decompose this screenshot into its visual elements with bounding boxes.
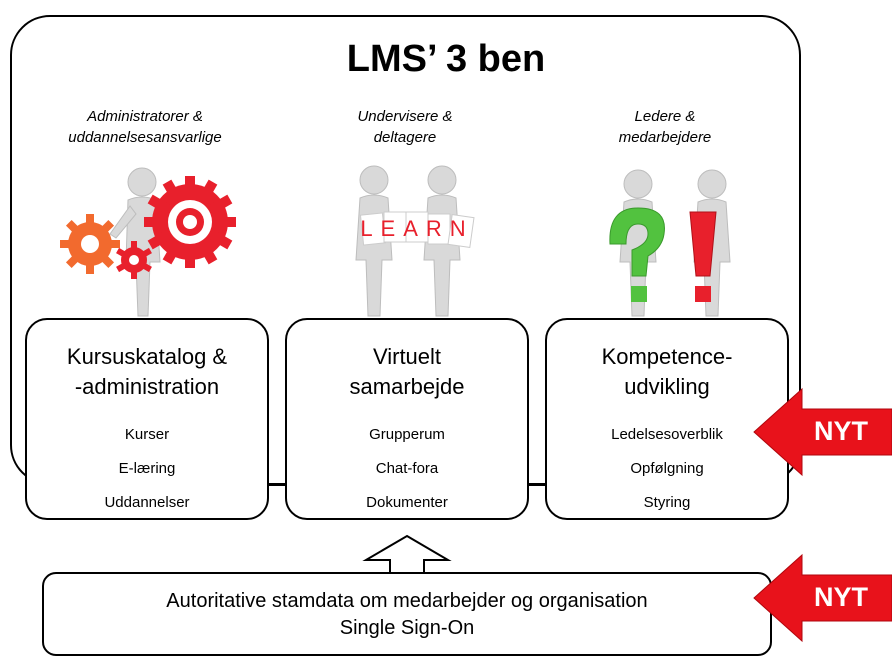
box-title-line: Kursuskatalog & [66,344,228,369]
up-arrow-icon [362,534,452,575]
role-caption-managers: Ledere & medarbejdere [545,106,785,148]
new-label: NYT [814,582,868,612]
list-item: Styring [643,494,691,511]
role-line: deltagere [373,129,437,146]
learn-sign-text: LEARN [360,216,473,241]
pillar-box-course-catalog: Kursuskatalog & -administration Kurser E… [25,318,269,520]
pillar-box-virtual-collaboration: Virtuelt samarbejde Grupperum Chat-fora … [285,318,529,520]
role-caption-teachers: Undervisere & deltagere [285,106,525,148]
role-caption-admin: Administratorer & uddannelsesansvarlige [25,106,265,148]
list-item: Ledelsesoverblik [611,426,723,443]
role-line: uddannelsesansvarlige [68,129,222,146]
pillar-box-competence-development: Kompetence- udvikling Ledelsesoverblik O… [545,318,789,520]
box-title-line: udvikling [624,374,710,399]
gears-figure-icon [60,167,236,317]
list-item: Chat-fora [375,460,439,477]
list-item: Dokumenter [366,494,448,511]
list-item: Uddannelser [104,494,190,511]
box-title-line: samarbejde [349,374,465,399]
foundation-box: Autoritative stamdata om medarbejder og … [42,572,772,656]
red-arrow-icon [753,553,892,643]
role-line: Undervisere & [357,108,453,125]
foundation-line: Single Sign-On [339,617,475,639]
box-title-line: Virtuelt [372,344,442,369]
question-exclamation-figures-icon [609,169,731,317]
learn-figures-icon: LEARN [355,165,475,317]
list-item: E-læring [118,460,176,477]
role-line: Ledere & [634,108,696,125]
box-title-line: Kompetence- [601,344,733,369]
list-item: Grupperum [369,426,445,443]
list-item: Kurser [124,426,170,443]
red-arrow-icon [753,387,892,477]
foundation-line: Autoritative stamdata om medarbejder og … [166,590,648,612]
box-connector [269,484,285,486]
new-badge-foundation: NYT [752,553,892,643]
list-item: Opfølgning [630,460,704,477]
new-badge-competence: NYT [752,387,892,477]
box-connector [529,484,545,486]
diagram-title: LMS’ 3 ben [346,38,546,80]
role-line: Administratorer & [87,108,203,125]
new-label: NYT [814,416,868,446]
role-line: medarbejdere [618,129,712,146]
box-title-line: -administration [74,374,220,399]
